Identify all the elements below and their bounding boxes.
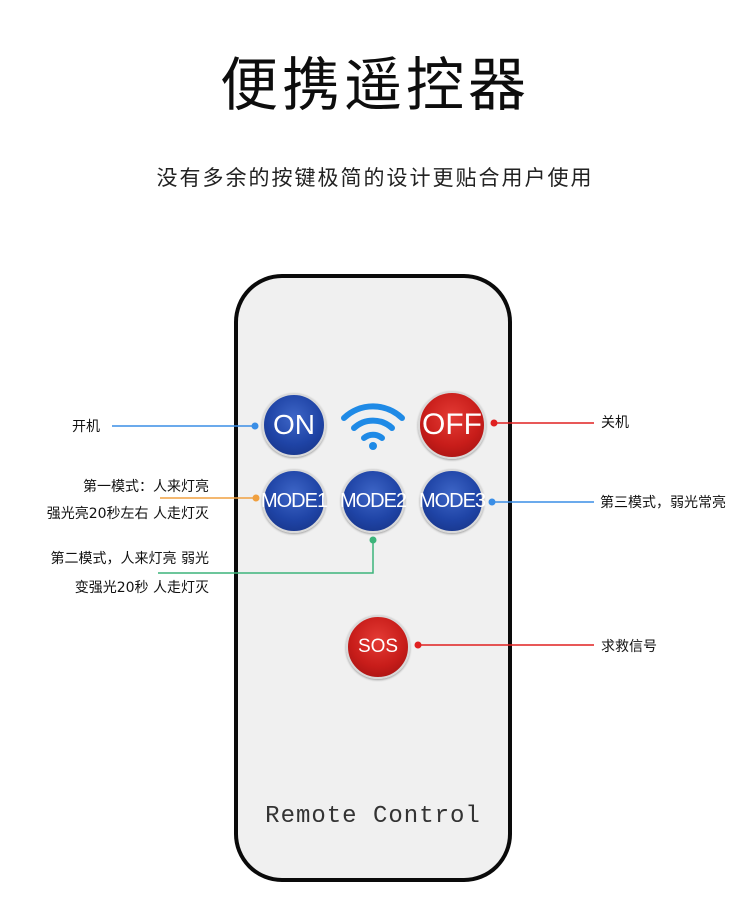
mode2-button[interactable]: MODE2 <box>339 469 407 533</box>
off-button[interactable]: OFF <box>418 391 486 459</box>
annotation-mode3: 第三模式，弱光常亮 <box>600 495 726 511</box>
sos-button-label: SOS <box>357 636 399 657</box>
wifi-icon <box>341 403 405 450</box>
remote-control-label: Remote Control <box>265 803 481 830</box>
remote-body <box>234 274 512 882</box>
off-button-label: OFF <box>422 408 482 441</box>
annotation-mode2-line1: 第二模式，人来灯亮 弱光 <box>50 551 209 567</box>
mode3-button[interactable]: MODE3 <box>418 469 486 533</box>
mode2-button-label: MODE2 <box>339 489 407 512</box>
mode1-button[interactable]: MODE1 <box>260 469 328 533</box>
on-button-label: ON <box>273 409 315 440</box>
page-title: 便携遥控器 <box>219 51 530 119</box>
annotation-sos: 求救信号 <box>601 639 657 655</box>
annotation-off: 关机 <box>601 415 629 431</box>
annotation-mode1-line2: 强光亮20秒左右 人走灯灭 <box>46 506 209 522</box>
mode3-button-label: MODE3 <box>418 489 486 512</box>
sos-button[interactable]: SOS <box>346 615 410 679</box>
annotation-mode2-line2: 变强光20秒 人走灯灭 <box>74 580 209 596</box>
page-subtitle: 没有多余的按键极简的设计更贴合用户使用 <box>156 166 594 190</box>
on-button[interactable]: ON <box>262 393 326 457</box>
annotation-mode1-line1: 第一模式：人来灯亮 <box>83 479 209 495</box>
annotation-on: 开机 <box>72 419 100 435</box>
mode1-button-label: MODE1 <box>260 489 328 512</box>
